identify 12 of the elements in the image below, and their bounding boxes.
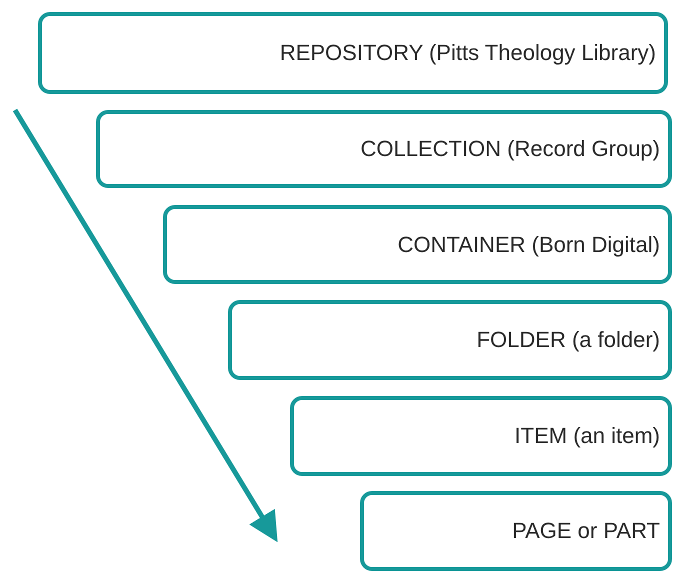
level-box [38, 12, 668, 94]
level-label: CONTAINER (Born Digital) [398, 232, 660, 258]
level-label: PAGE or PART [512, 518, 660, 544]
level-box [360, 491, 672, 571]
level-label: REPOSITORY (Pitts Theology Library) [280, 40, 656, 66]
level-label: FOLDER (a folder) [476, 327, 660, 353]
level-box [163, 205, 672, 284]
level-box [96, 110, 672, 188]
level-box [228, 300, 672, 380]
level-label: ITEM (an item) [514, 423, 660, 449]
level-box [290, 396, 672, 476]
level-label: COLLECTION (Record Group) [360, 136, 660, 162]
